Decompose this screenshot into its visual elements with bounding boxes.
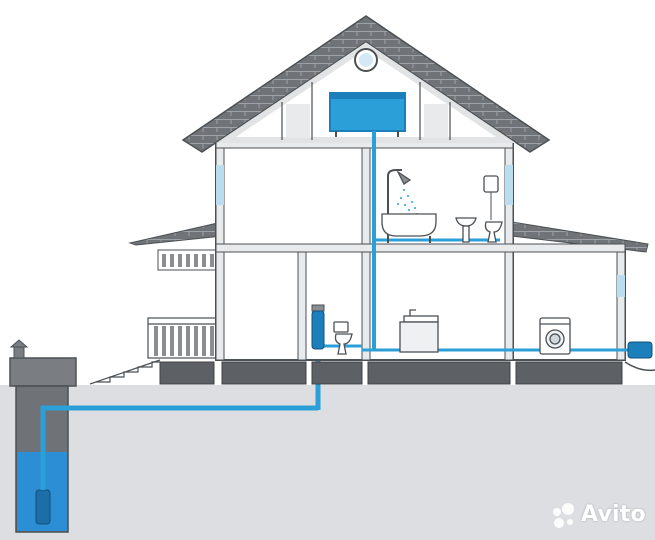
bathtub-icon xyxy=(381,213,437,237)
external-water-meter xyxy=(627,341,653,359)
external-pipe xyxy=(624,361,655,372)
washing-machine-icon xyxy=(539,317,571,355)
well-vent xyxy=(13,345,25,359)
ground xyxy=(0,385,655,540)
toilet-tank-icon xyxy=(483,175,499,193)
balcony-balusters-upper xyxy=(162,254,214,267)
watermark-text: Avito xyxy=(581,502,646,527)
attic-water-tank xyxy=(329,92,406,137)
well xyxy=(9,339,318,533)
lower-toilet-icon xyxy=(333,321,353,355)
foundation xyxy=(159,361,623,385)
right-window xyxy=(617,275,625,297)
bathroom xyxy=(381,169,503,243)
avito-logo-icon xyxy=(553,503,574,528)
kitchen-sink-icon xyxy=(399,309,439,353)
toilet-icon xyxy=(484,221,503,243)
avito-watermark: Avito xyxy=(548,498,648,532)
balcony-balusters-lower xyxy=(154,326,214,356)
well-pump-icon xyxy=(35,489,51,525)
left-window xyxy=(216,165,224,205)
left-canopy-roof xyxy=(128,221,223,246)
water-filter xyxy=(311,304,325,350)
well-head xyxy=(9,357,77,387)
interior-walls xyxy=(215,139,626,361)
right-upper-window xyxy=(505,165,513,205)
shower-head-icon xyxy=(396,170,412,185)
